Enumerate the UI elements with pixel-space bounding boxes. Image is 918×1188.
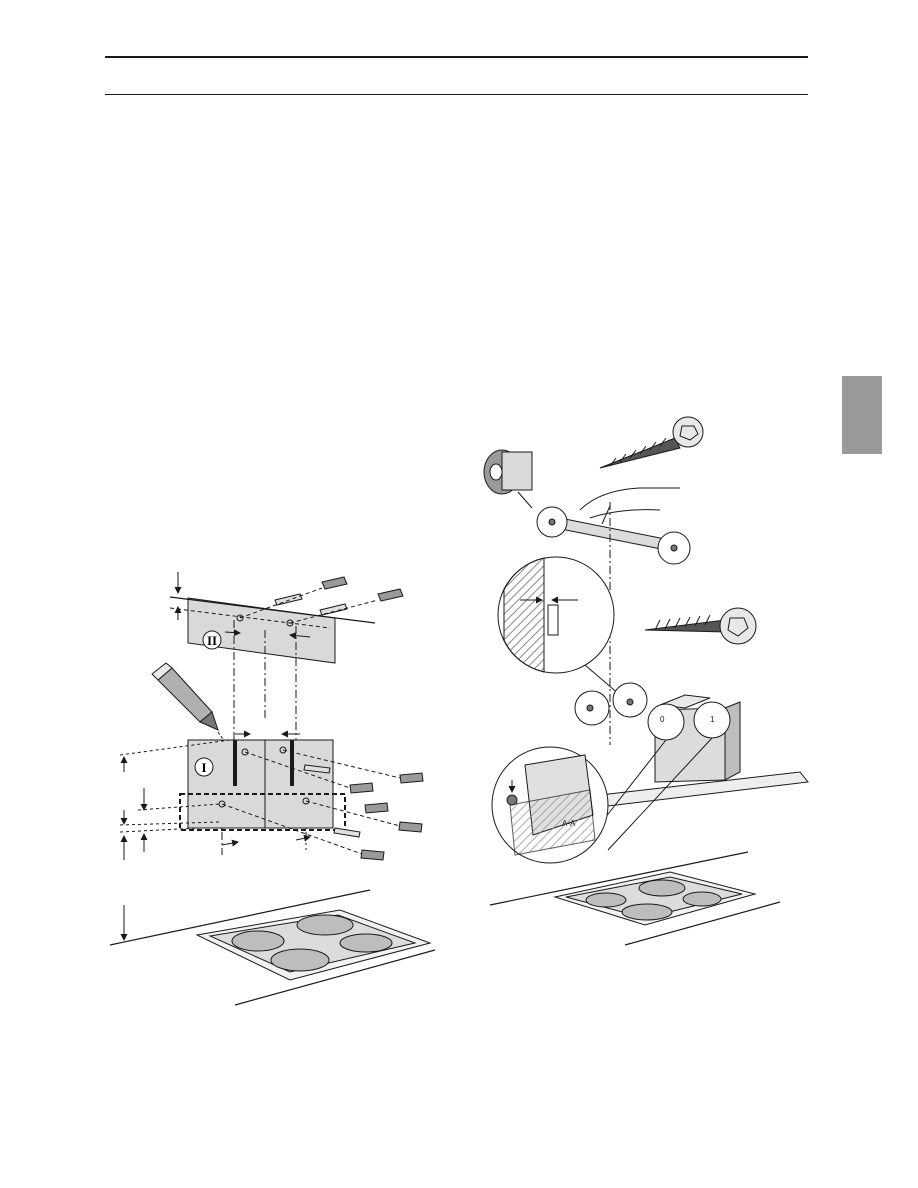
rivet-label-1: 1 xyxy=(710,715,715,724)
template-ii-marker: II xyxy=(207,633,217,648)
bracket-rail xyxy=(537,488,690,564)
section-aa-detail: A-A xyxy=(492,747,608,863)
spacer-plug-icon xyxy=(484,450,532,508)
header-rule-bottom xyxy=(105,94,808,95)
header-rule-top xyxy=(105,56,808,58)
hob-worktop xyxy=(110,890,435,1005)
hood-mounting-figure: 0 1 A-A xyxy=(470,410,790,970)
chimney-hood: 0 1 xyxy=(600,695,808,850)
wall-template-drilling-figure: II I xyxy=(100,560,460,1010)
hob-worktop-right xyxy=(490,852,780,945)
fixing-screw-icon xyxy=(645,608,756,644)
template-i: I xyxy=(180,734,345,845)
wood-screw-icon xyxy=(600,417,703,468)
template-ii: II xyxy=(170,572,375,663)
wall-gap-detail xyxy=(498,557,620,695)
rivet-label-0: 0 xyxy=(660,715,665,724)
template-i-marker: I xyxy=(201,760,206,775)
section-thumb-tab xyxy=(842,376,882,454)
detail-label-aa: A-A xyxy=(562,819,576,828)
screw-detail-circles xyxy=(575,683,647,725)
